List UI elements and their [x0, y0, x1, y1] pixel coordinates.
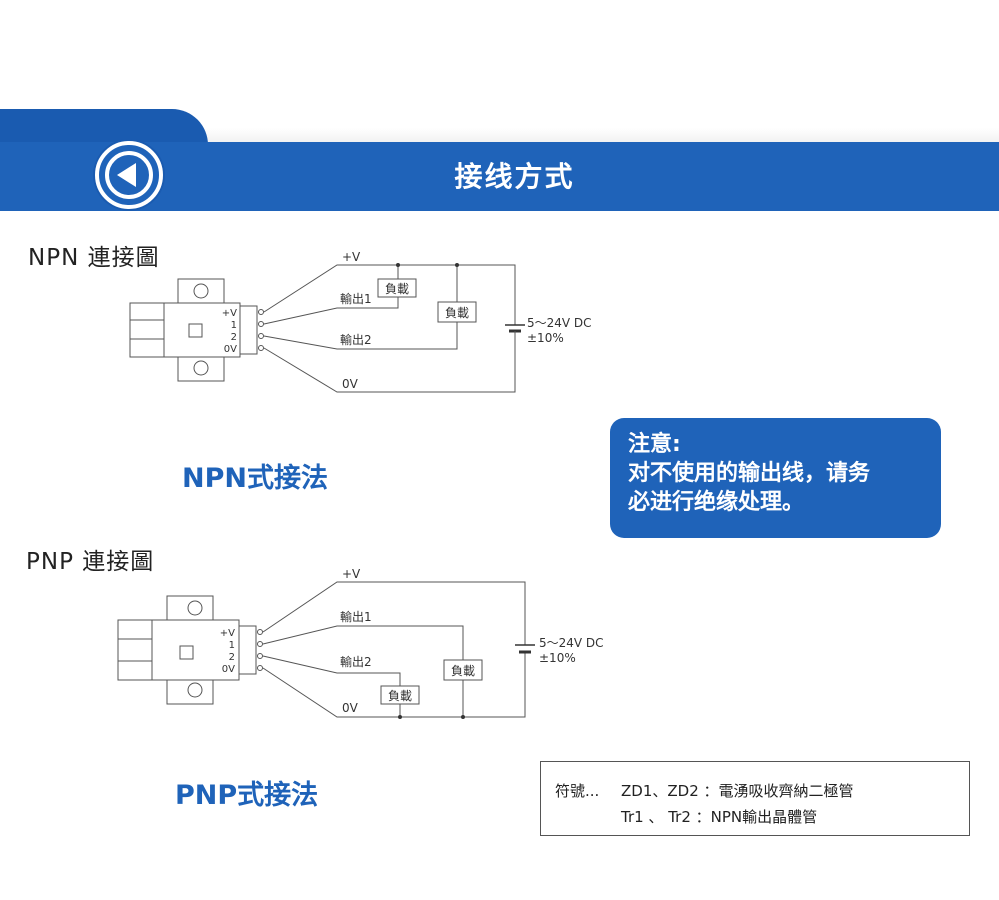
npn-circuit-diagram: 負載 負載 +V 1 2 0V +V 輸出1 輸出2 0V 5～24V DC ±… — [129, 250, 592, 393]
pnp-pin-2: 2 — [229, 652, 235, 663]
header-band — [0, 142, 999, 211]
symbol-legend: 符號... ZD1、ZD2 ：電湧吸收齊納二極管 Tr1 、 Tr2 ：NPN輸… — [540, 761, 970, 836]
note-box: 注意: 对不使用的输出线，请务 必进行绝缘处理。 — [610, 418, 941, 538]
note-line3: 必进行绝缘处理。 — [628, 490, 805, 515]
npn-load1-label: 負載 — [385, 282, 409, 296]
back-button[interactable] — [95, 141, 163, 209]
pnp-supply-label: 5～24V DC — [539, 636, 604, 650]
pnp-heading: PNP 連接圖 — [26, 549, 155, 575]
pnp-pin-plusv: +V — [220, 628, 235, 639]
legend-label: 符號... — [555, 782, 600, 800]
pnp-method-title: PNP式接法 — [175, 780, 319, 811]
legend-row-transistor: Tr1 、 Tr2 ：NPN輸出晶體管 — [621, 808, 818, 826]
npn-supply-label: 5～24V DC — [527, 316, 592, 330]
pnp-pin-0v: 0V — [222, 664, 235, 675]
pnp-tolerance-label: ±10% — [539, 651, 576, 665]
pnp-circuit-diagram: 負載 負載 +V 1 2 0V +V 輸出1 輸出2 0V 5～24V DC ±… — [117, 567, 604, 719]
back-arrow-icon — [105, 151, 153, 199]
npn-out1-label: 輸出1 — [340, 291, 372, 306]
page-title: 接线方式 — [454, 160, 575, 193]
npn-pin-0v: 0V — [224, 344, 237, 355]
pnp-0v-label: 0V — [342, 701, 359, 715]
pnp-out1-label: 輸出1 — [340, 609, 372, 624]
npn-pin-2: 2 — [231, 332, 237, 343]
pnp-sensor-top-tab — [166, 595, 214, 621]
pnp-sensor-bottom-tab — [166, 679, 214, 705]
npn-method-title: NPN式接法 — [182, 463, 328, 494]
pnp-pin-1: 1 — [229, 640, 235, 651]
npn-out2-label: 輸出2 — [340, 332, 372, 347]
npn-load2-label: 負載 — [445, 306, 469, 320]
pnp-plusv-label: +V — [342, 567, 361, 581]
npn-plusv-label: +V — [342, 250, 361, 264]
npn-tolerance-label: ±10% — [527, 331, 564, 345]
npn-sensor-top-tab — [177, 278, 225, 304]
pnp-out2-label: 輸出2 — [340, 654, 372, 669]
legend-row-zener: ZD1、ZD2 ：電湧吸收齊納二極管 — [621, 782, 854, 800]
npn-heading: NPN 連接圖 — [28, 245, 160, 271]
pnp-load2-label: 負載 — [388, 689, 412, 703]
npn-pin-plusv: +V — [222, 308, 237, 319]
pnp-load1-label: 負載 — [451, 664, 475, 678]
note-line2: 对不使用的输出线，请务 — [628, 461, 871, 486]
npn-0v-label: 0V — [342, 377, 359, 391]
npn-pin-1: 1 — [231, 320, 237, 331]
note-line1: 注意: — [628, 432, 681, 457]
